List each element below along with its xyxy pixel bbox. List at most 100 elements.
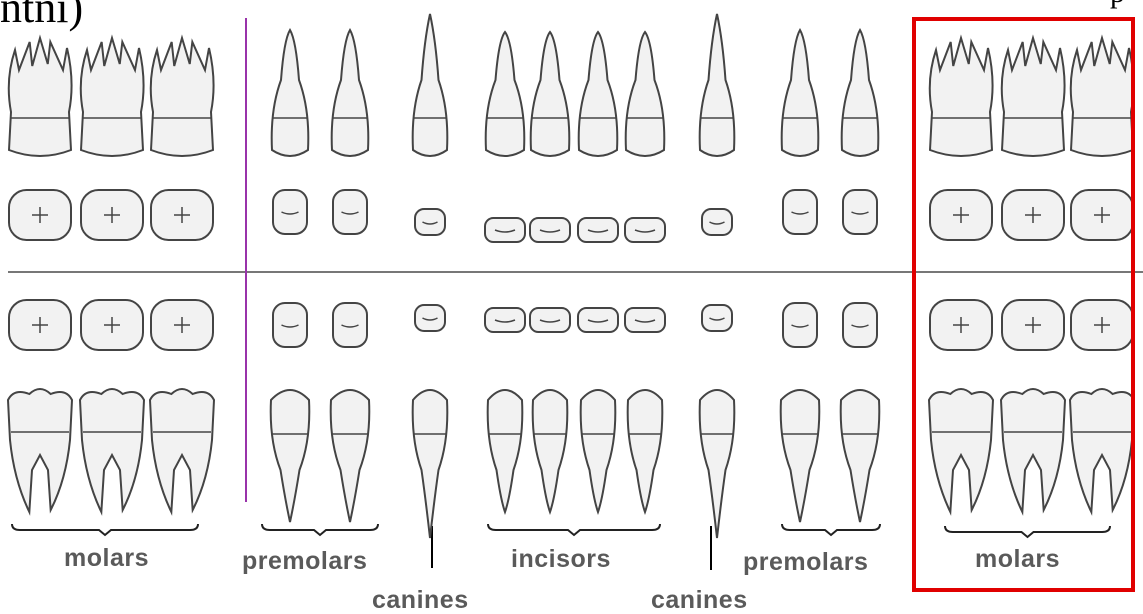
occlusal-view-incisor — [485, 218, 525, 242]
occlusal-view-incisor — [625, 308, 665, 332]
tooth-shape — [151, 38, 214, 156]
lower-premolar-tooth — [781, 390, 820, 522]
tooth-shape — [700, 14, 735, 156]
upper-premolar-tooth — [842, 30, 879, 156]
tooth-shape — [700, 390, 735, 538]
lower-incisor-tooth — [628, 390, 663, 512]
tooth-shape — [488, 390, 523, 512]
occlusal-outline — [843, 190, 877, 234]
occlusal-view-incisor — [485, 308, 525, 332]
tooth-shape — [531, 32, 570, 156]
occlusal-view-incisor — [578, 218, 618, 242]
lower-canine-tooth — [700, 390, 735, 538]
occlusal-outline — [333, 190, 367, 234]
tooth-shape — [332, 30, 369, 156]
lower-molar-tooth — [150, 389, 214, 512]
upper-premolar-tooth — [782, 30, 819, 156]
lower-premolar-tooth — [331, 390, 370, 522]
tooth-shape — [271, 390, 310, 522]
occlusal-outline — [333, 303, 367, 347]
occlusal-view-canine — [415, 209, 445, 235]
upper-molar-tooth — [151, 38, 214, 156]
lower-premolar-tooth — [841, 390, 880, 522]
occlusal-outline — [578, 308, 618, 332]
tooth-shape — [272, 30, 309, 156]
lower-premolar-tooth — [271, 390, 310, 522]
tooth-shape — [331, 390, 370, 522]
occlusal-view-molar — [9, 300, 71, 350]
occlusal-outline — [625, 218, 665, 242]
occlusal-outline — [415, 305, 445, 331]
molars-highlight-box — [912, 17, 1135, 592]
tooth-shape — [626, 32, 665, 156]
label-premolars-left: premolars — [242, 549, 367, 574]
lower-incisor-tooth — [533, 390, 568, 512]
occlusal-view-molar — [81, 190, 143, 240]
occlusal-view-molar — [151, 300, 213, 350]
lower-molar-tooth — [8, 389, 72, 512]
label-molars-left: molars — [64, 546, 149, 571]
occlusal-outline — [530, 308, 570, 332]
tooth-shape — [486, 32, 525, 156]
corner-text-left: ntni) — [0, 0, 83, 30]
tooth-shape — [80, 389, 144, 512]
occlusal-view-molar — [81, 300, 143, 350]
upper-molar-tooth — [9, 38, 72, 156]
bracket-premolars-left — [262, 524, 378, 535]
tooth-shape — [81, 38, 144, 156]
tooth-shape — [150, 389, 214, 512]
bracket-incisors — [488, 524, 660, 535]
bracket-molars-left — [12, 524, 198, 535]
label-premolars-right: premolars — [743, 550, 868, 575]
tooth-shape — [413, 390, 448, 538]
tooth-shape — [782, 30, 819, 156]
occlusal-outline — [625, 308, 665, 332]
occlusal-view-premolar — [783, 303, 817, 347]
tooth-shape — [781, 390, 820, 522]
tooth-shape — [8, 389, 72, 512]
occlusal-outline — [578, 218, 618, 242]
tooth-shape — [9, 38, 72, 156]
lower-canine-tooth — [413, 390, 448, 538]
label-incisors: incisors — [511, 547, 611, 572]
upper-incisor-tooth — [486, 32, 525, 156]
occlusal-outline — [415, 209, 445, 235]
occlusal-outline — [702, 305, 732, 331]
tooth-shape — [413, 14, 448, 156]
occlusal-view-molar — [151, 190, 213, 240]
upper-incisor-tooth — [579, 32, 618, 156]
occlusal-view-premolar — [783, 190, 817, 234]
occlusal-view-molar — [9, 190, 71, 240]
bracket-premolars-right — [782, 524, 880, 535]
occlusal-view-premolar — [273, 190, 307, 234]
upper-canine-tooth — [700, 14, 735, 156]
occlusal-view-incisor — [578, 308, 618, 332]
occlusal-view-canine — [702, 305, 732, 331]
upper-premolar-tooth — [332, 30, 369, 156]
occlusal-view-premolar — [333, 190, 367, 234]
occlusal-outline — [783, 303, 817, 347]
tooth-shape — [841, 390, 880, 522]
tooth-shape — [581, 390, 616, 512]
occlusal-outline — [530, 218, 570, 242]
upper-premolar-tooth — [272, 30, 309, 156]
occlusal-outline — [485, 308, 525, 332]
occlusal-outline — [702, 209, 732, 235]
occlusal-view-incisor — [530, 308, 570, 332]
tooth-shape — [842, 30, 879, 156]
lower-incisor-tooth — [581, 390, 616, 512]
occlusal-view-incisor — [530, 218, 570, 242]
label-canines-left: canines — [372, 588, 469, 613]
label-canines-right: canines — [651, 588, 748, 613]
occlusal-view-canine — [415, 305, 445, 331]
occlusal-view-incisor — [625, 218, 665, 242]
tooth-shape — [579, 32, 618, 156]
tooth-shape — [628, 390, 663, 512]
lower-incisor-tooth — [488, 390, 523, 512]
occlusal-outline — [273, 303, 307, 347]
upper-canine-tooth — [413, 14, 448, 156]
occlusal-view-premolar — [333, 303, 367, 347]
upper-molar-tooth — [81, 38, 144, 156]
occlusal-view-canine — [702, 209, 732, 235]
occlusal-outline — [843, 303, 877, 347]
